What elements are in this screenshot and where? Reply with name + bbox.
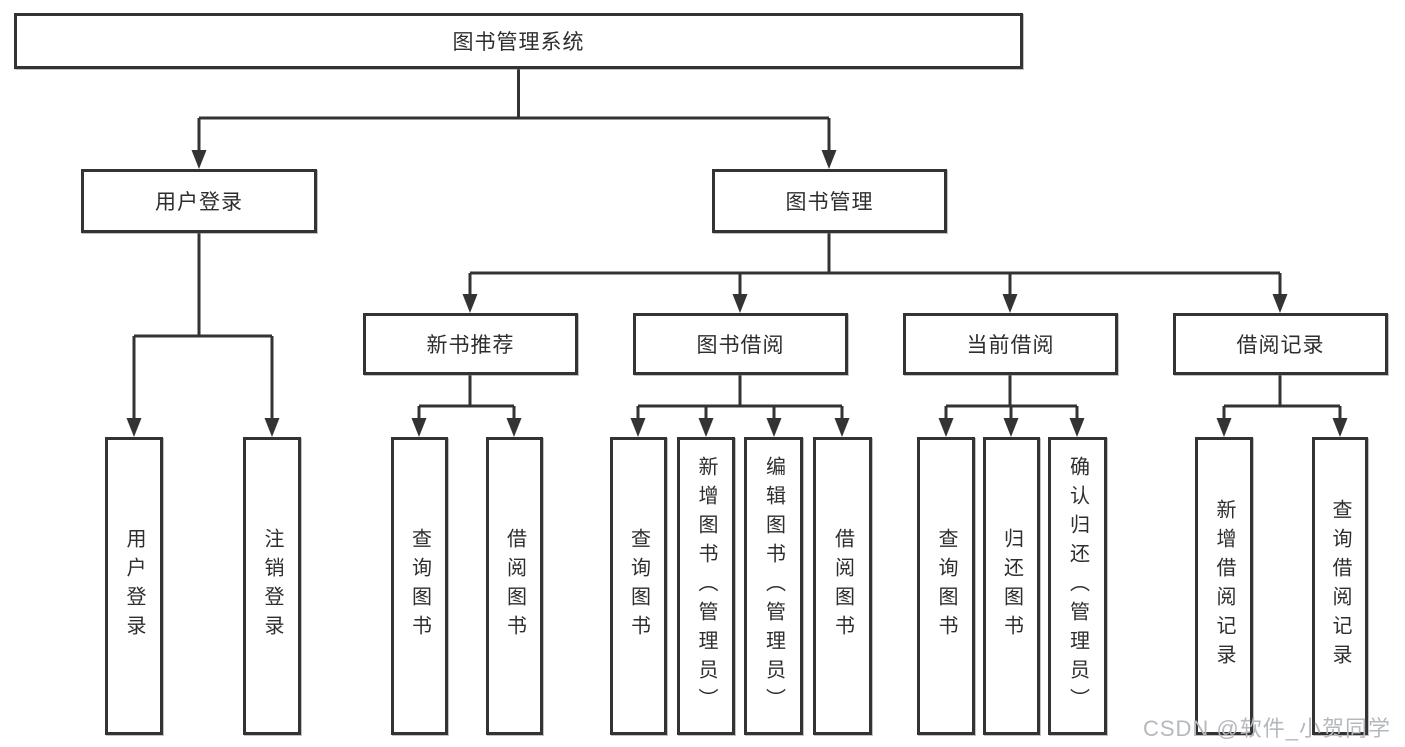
node-label: 图书借阅 (696, 334, 785, 357)
leaf-edit-books-admin: 编辑图书（管理员） (744, 437, 803, 735)
leaf-add-books-admin: 新增图书（管理员） (677, 437, 735, 735)
leaf-confirm-return-admin: 确认归还（管理员） (1048, 437, 1107, 735)
node-label: 新书推荐 (426, 334, 515, 357)
node-label: 图书管理系统 (452, 31, 585, 54)
leaf-query-books-current: 查询图书 (917, 437, 975, 735)
node-user-login: 用户登录 (81, 169, 317, 233)
leaf-borrow-books-recommend: 借阅图书 (486, 437, 543, 735)
leaf-label: 查询借阅记录 (1329, 499, 1351, 673)
leaf-user-login: 用户登录 (105, 437, 163, 735)
leaf-label: 新增借阅记录 (1213, 499, 1235, 673)
node-label: 当前借阅 (966, 334, 1055, 357)
node-book-management: 图书管理 (712, 169, 947, 233)
leaf-label: 用户登录 (123, 528, 145, 644)
leaf-add-borrow-record: 新增借阅记录 (1195, 437, 1253, 735)
leaf-label: 查询图书 (935, 528, 957, 644)
leaf-query-borrow-record: 查询借阅记录 (1312, 437, 1368, 735)
node-book-borrowing: 图书借阅 (633, 313, 848, 375)
leaf-label: 注销登录 (261, 528, 283, 644)
node-label: 用户登录 (155, 191, 243, 214)
node-new-book-recommend: 新书推荐 (363, 313, 578, 375)
node-label: 图书管理 (785, 191, 874, 214)
node-root-library-system: 图书管理系统 (14, 13, 1023, 69)
leaf-label: 编辑图书（管理员） (762, 455, 785, 717)
leaf-label: 归还图书 (1000, 528, 1023, 644)
leaf-label: 查询图书 (627, 528, 650, 644)
leaf-query-books-borrowing: 查询图书 (610, 437, 667, 735)
leaf-borrow-books: 借阅图书 (813, 437, 872, 735)
leaf-return-books: 归还图书 (983, 437, 1040, 735)
leaf-logout: 注销登录 (243, 437, 301, 735)
csdn-watermark: CSDN @软件_小贺同学 (1142, 716, 1391, 741)
leaf-label: 查询图书 (408, 528, 431, 644)
leaf-label: 借阅图书 (831, 528, 854, 644)
node-borrowing-records: 借阅记录 (1173, 313, 1388, 375)
leaf-query-books-recommend: 查询图书 (391, 437, 448, 735)
leaf-label: 借阅图书 (503, 528, 526, 644)
node-current-borrowing: 当前借阅 (903, 313, 1118, 375)
leaf-label: 确认归还（管理员） (1066, 455, 1089, 717)
arrowhead-icons (126, 150, 1348, 437)
node-label: 借阅记录 (1236, 334, 1325, 357)
leaf-label: 新增图书（管理员） (695, 455, 717, 717)
